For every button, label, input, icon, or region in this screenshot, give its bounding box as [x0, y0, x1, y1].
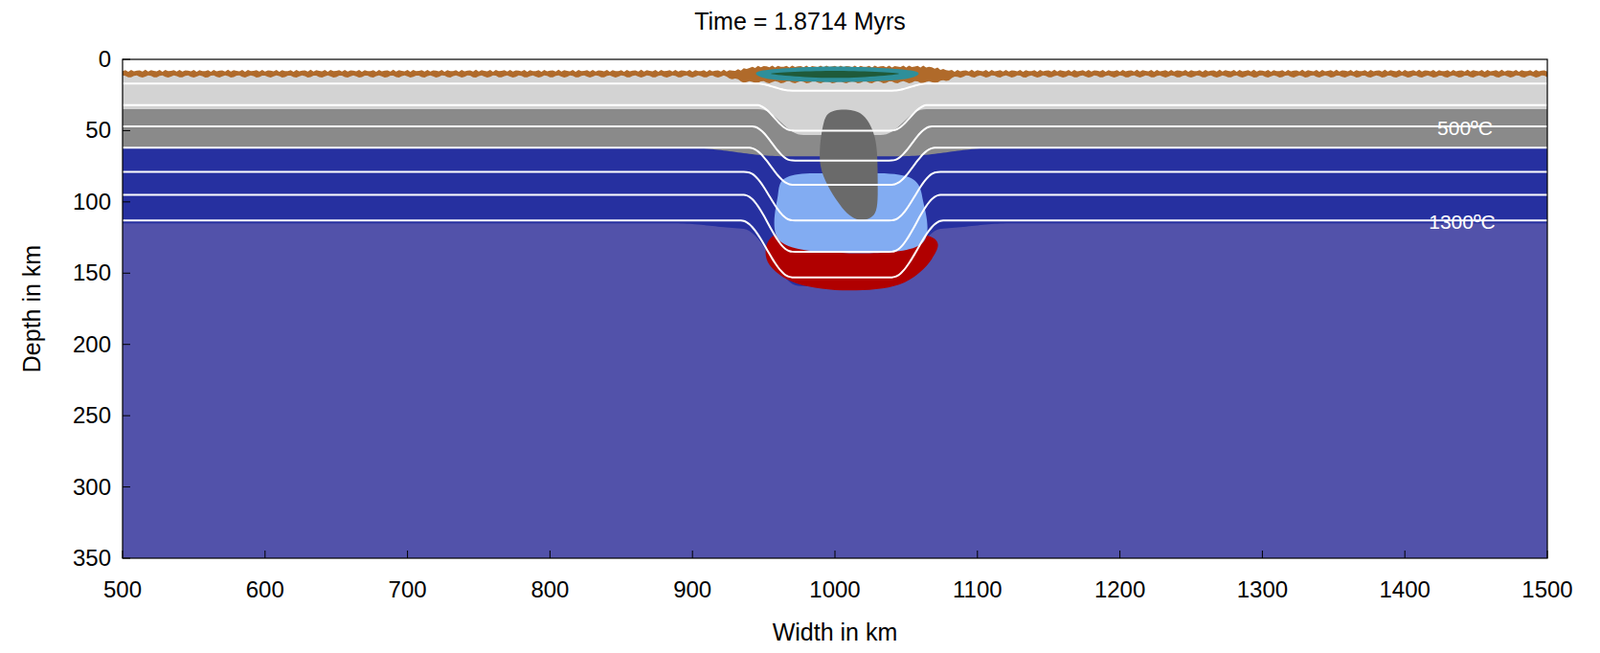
- plot-frame: [122, 59, 1548, 559]
- y-tick-label: 250: [72, 404, 112, 428]
- y-tick-label: 100: [72, 190, 112, 214]
- isotherm: [122, 172, 1548, 222]
- x-axis-title: Width in km: [772, 620, 899, 645]
- axis-ticks: [122, 59, 1548, 559]
- basin-fill: [755, 66, 919, 82]
- isotherm-label: 500ºC: [1437, 117, 1493, 138]
- crustal-drip: [819, 110, 879, 221]
- x-tick-label: 800: [530, 578, 569, 602]
- isotherm: [122, 220, 1548, 278]
- y-tick-label: 50: [85, 118, 112, 142]
- chart-title: Time = 1.8714 Myrs: [0, 9, 1600, 34]
- basin-core: [770, 70, 900, 78]
- sediment-layer: [122, 59, 1548, 84]
- y-tick-label: 0: [98, 47, 112, 71]
- x-tick-label: 600: [246, 578, 285, 602]
- x-tick-label: 1300: [1237, 578, 1288, 602]
- x-tick-label: 1000: [809, 578, 860, 602]
- isotherm: [122, 194, 1548, 252]
- y-tick-label: 200: [72, 333, 112, 357]
- y-tick-label: 300: [72, 475, 112, 499]
- x-tick-label: 1400: [1379, 578, 1431, 602]
- y-tick-label: 350: [72, 546, 112, 570]
- isotherm-label: 1300ºC: [1428, 211, 1496, 232]
- lithospheric-mantle: [122, 59, 1548, 287]
- x-tick-label: 900: [673, 578, 712, 602]
- isotherm: [122, 126, 1548, 161]
- y-axis-title: Depth in km: [21, 244, 46, 372]
- x-tick-label: 1200: [1094, 578, 1146, 602]
- mantle: [122, 59, 1548, 559]
- x-tick-label: 700: [388, 578, 428, 602]
- x-tick-label: 1500: [1521, 578, 1573, 602]
- y-tick-label: 150: [72, 261, 112, 285]
- x-tick-label: 1100: [952, 578, 1003, 602]
- isotherm: [122, 83, 1548, 91]
- isotherm: [122, 147, 1548, 185]
- x-tick-label: 500: [103, 578, 142, 602]
